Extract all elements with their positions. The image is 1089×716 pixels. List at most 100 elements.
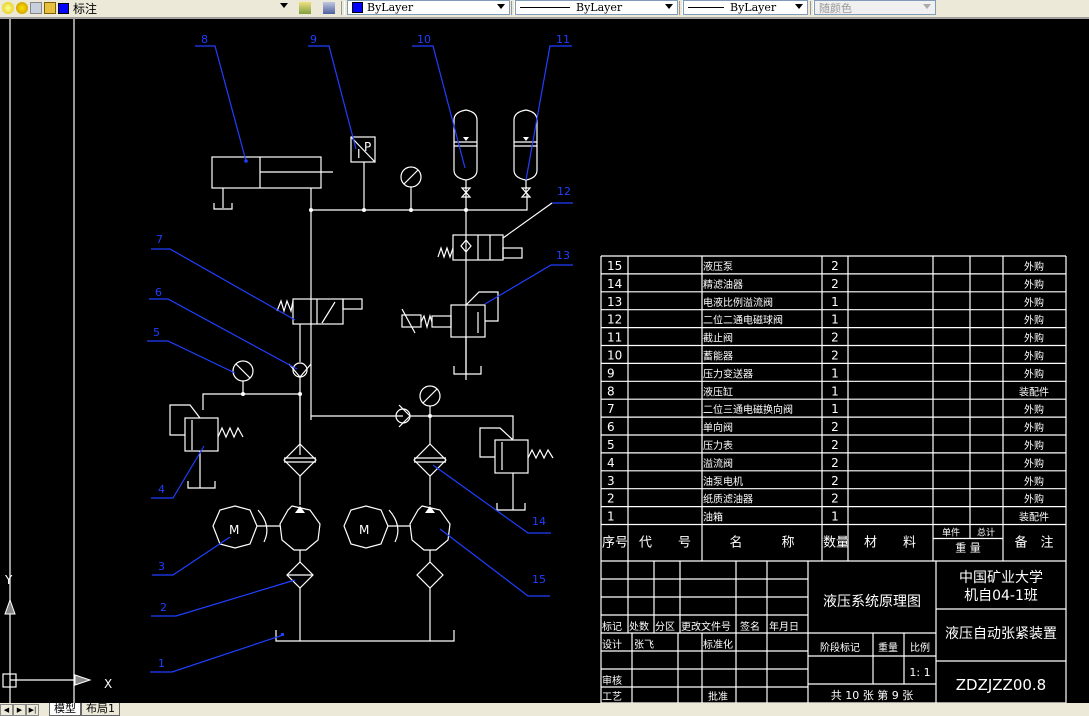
bom-name: 液压缸	[703, 385, 733, 398]
color-value: ByLayer	[367, 1, 414, 14]
solenoid-ball-valve	[437, 210, 523, 380]
hydraulic-pump	[279, 505, 321, 562]
title-label-date: 年月日	[769, 620, 799, 633]
bom-remark: 外购	[1024, 403, 1044, 416]
bom-no: 1	[607, 510, 615, 524]
pressure-line	[311, 193, 528, 211]
lineweight-dropdown[interactable]: ByLayer	[683, 0, 808, 15]
bom-no: 8	[607, 384, 615, 398]
plotstyle-dropdown[interactable]: 随颜色	[814, 0, 936, 15]
balloon-6: 6	[155, 286, 162, 299]
sensor-p-label: P	[364, 140, 371, 154]
bom-remark: 外购	[1024, 457, 1044, 470]
bom-qty: 2	[831, 492, 839, 506]
bom-remark: 外购	[1024, 439, 1044, 452]
assembly-name: 液压自动张紧装置	[945, 626, 1057, 642]
relief-valve	[479, 427, 554, 511]
layer-color-swatch	[58, 2, 69, 14]
bom-no: 9	[607, 366, 615, 380]
pressure-gauge	[419, 385, 441, 416]
bom-remark: 外购	[1024, 314, 1044, 327]
bom-no: 13	[607, 295, 622, 309]
bom-header-material: 材 料	[864, 536, 916, 551]
lineweight-preview	[688, 7, 724, 8]
chevron-down-icon	[923, 4, 931, 9]
tab-next-button[interactable]: ▶	[13, 703, 26, 716]
bom-no: 2	[607, 492, 615, 506]
sun-freeze-icon[interactable]	[16, 2, 28, 14]
drawing-canvas[interactable]: X Y P I	[0, 19, 1089, 703]
balloon-10: 10	[417, 33, 431, 46]
chevron-down-icon	[280, 3, 288, 8]
pump-line	[202, 393, 300, 410]
balloon-9: 9	[310, 33, 317, 46]
bom-remark: 装配件	[1019, 511, 1049, 524]
paper-filter	[286, 561, 314, 641]
lock-icon[interactable]	[44, 2, 56, 14]
leader-lines: 8 9 10 11 12 13 7 6 5 4 3 2 1 14 15	[147, 33, 573, 673]
tab-layout1[interactable]: 布局1	[81, 703, 120, 716]
title-label-scale: 比例	[910, 641, 930, 654]
pump-motor: M	[343, 505, 410, 549]
balloon-8: 8	[201, 33, 208, 46]
hydraulic-pump	[409, 505, 451, 562]
balloon-1: 1	[158, 657, 165, 670]
bom-remark: 装配件	[1019, 385, 1049, 398]
fine-filter	[413, 416, 447, 505]
bom-header-no: 序号	[602, 536, 628, 551]
title-label-review: 审核	[602, 674, 622, 687]
motor-label: M	[359, 523, 369, 537]
tab-first-button[interactable]: ◀	[0, 703, 13, 716]
scale-value: 1: 1	[909, 666, 930, 679]
bom-name: 压力表	[703, 439, 733, 452]
viewport-freeze-icon[interactable]	[30, 2, 42, 14]
bom-name: 电液比例溢流阀	[703, 296, 773, 309]
bom-name: 截止阀	[703, 332, 733, 345]
title-label-process: 工艺	[602, 691, 622, 703]
bom-no: 10	[607, 349, 622, 363]
bom-remark: 外购	[1024, 260, 1044, 273]
chevron-down-icon	[665, 4, 673, 9]
bom-remark: 外购	[1024, 367, 1044, 380]
title-label-count: 处数	[629, 620, 649, 633]
tab-last-button[interactable]: ▶|	[26, 703, 39, 716]
balloon-7: 7	[156, 233, 163, 246]
lightbulb-icon[interactable]	[2, 2, 14, 14]
bom-name: 溢流阀	[703, 457, 733, 470]
bom-remark: 外购	[1024, 493, 1044, 506]
linetype-preview	[520, 7, 570, 8]
bom-no: 11	[607, 331, 622, 345]
bom-qty: 1	[831, 313, 839, 327]
accumulator	[453, 109, 478, 210]
layer-previous-icon[interactable]	[323, 2, 335, 14]
plotstyle-value: 随颜色	[819, 1, 852, 15]
layer-dropdown[interactable]	[0, 0, 292, 15]
linetype-value: ByLayer	[576, 1, 623, 14]
balloon-4: 4	[158, 483, 165, 496]
make-current-layer-icon[interactable]	[299, 2, 311, 14]
pressure-gauge	[232, 360, 254, 394]
bom-qty: 2	[831, 456, 839, 470]
ucs-y-label: Y	[4, 573, 13, 587]
title-label-approve: 批准	[708, 690, 728, 703]
linetype-dropdown[interactable]: ByLayer	[515, 0, 678, 15]
relief-valve	[169, 404, 244, 489]
color-swatch	[352, 2, 363, 13]
bom-header-name: 名 称	[729, 535, 794, 551]
bom-no: 6	[607, 420, 615, 434]
bom-no: 5	[607, 438, 615, 452]
tab-model[interactable]: 模型	[49, 703, 81, 716]
color-dropdown[interactable]: ByLayer	[347, 0, 510, 15]
bom-name: 单向阀	[703, 421, 733, 434]
ucs-x-label: X	[104, 677, 112, 691]
bom-name: 油箱	[703, 511, 723, 524]
